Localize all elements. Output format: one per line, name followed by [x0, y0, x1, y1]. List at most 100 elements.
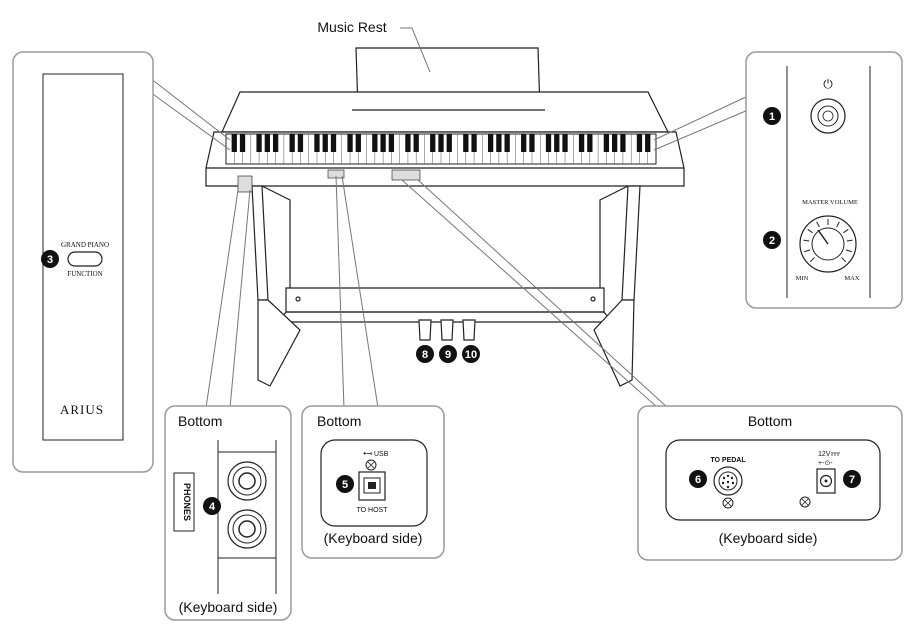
grand-piano-function-button[interactable]	[67, 251, 103, 267]
piano-lid	[221, 91, 669, 133]
black-key	[636, 134, 643, 152]
black-key	[471, 134, 477, 152]
black-key	[496, 134, 502, 152]
black-key	[314, 134, 320, 152]
bottom-label-left: Bottom	[178, 413, 222, 429]
leader-lines	[149, 27, 749, 409]
black-key	[405, 134, 411, 152]
usb-callout: Bottom •⊸ USB TO HOST (Keyboard side)	[301, 405, 445, 559]
badge-4: 4	[203, 497, 221, 515]
svg-text:10: 10	[465, 349, 477, 361]
black-key	[620, 134, 626, 152]
badge-5: 5	[336, 475, 354, 493]
max-label: MAX	[844, 275, 859, 282]
knob-tick	[841, 257, 847, 263]
usb-symbol-icon: •⊸	[363, 449, 373, 458]
keyboard-side-label-right: (Keyboard side)	[719, 530, 818, 546]
dc-polarity-icon: +-⊙-	[818, 460, 833, 467]
min-label: MIN	[796, 275, 809, 282]
black-key	[256, 134, 262, 152]
keyboard	[225, 133, 657, 165]
badge-9: 9	[439, 345, 457, 363]
phones-jack-1[interactable]	[227, 461, 267, 501]
knob-tick	[845, 249, 852, 253]
black-key	[231, 134, 237, 152]
left-leg	[251, 185, 269, 301]
music-rest-label: Music Rest	[317, 19, 386, 35]
svg-text:3: 3	[47, 254, 53, 266]
svg-text:5: 5	[342, 479, 348, 491]
usb-label: USB	[374, 451, 389, 458]
black-key	[438, 134, 444, 152]
phones-callout: Bottom PHONES (Keyboard side)	[164, 405, 292, 621]
pedal-dc-callout: Bottom TO PEDAL 12V +-⊙-	[637, 405, 903, 561]
power-button[interactable]	[810, 98, 846, 134]
black-key	[578, 134, 585, 152]
left-foot	[257, 299, 301, 387]
black-key	[603, 134, 610, 152]
svg-text:2: 2	[769, 235, 775, 247]
black-key	[372, 134, 378, 152]
black-key	[554, 134, 560, 152]
brand-logo: ARIUS	[60, 402, 104, 417]
knob-tick	[843, 228, 849, 234]
pedal-box	[285, 287, 605, 313]
knob-tick	[807, 228, 813, 234]
knob-tick	[803, 239, 810, 242]
svg-text:9: 9	[445, 349, 451, 361]
bottom-label-right: Bottom	[748, 413, 792, 429]
svg-text:1: 1	[769, 111, 775, 123]
usb-to-host-port[interactable]	[358, 471, 386, 501]
black-key	[463, 134, 469, 152]
knob-tick	[809, 257, 815, 263]
to-host-label: TO HOST	[357, 507, 389, 514]
right-panel-callout: ⏻ MASTER VOLUME MIN MAX	[745, 51, 903, 309]
black-key	[264, 134, 270, 152]
pedal-screw-icon	[722, 497, 734, 509]
badge-2: 2	[763, 231, 781, 249]
master-volume-label: MASTER VOLUME	[802, 199, 858, 206]
black-key	[612, 134, 618, 152]
black-key	[529, 134, 535, 152]
black-key	[562, 134, 568, 152]
black-key	[347, 134, 353, 152]
dc-screw-icon	[799, 496, 811, 508]
right-leg	[621, 185, 641, 301]
phones-jack-2[interactable]	[227, 509, 267, 549]
master-volume-knob[interactable]	[799, 215, 857, 273]
pedal-center	[440, 319, 454, 341]
badge-1: 1	[763, 107, 781, 125]
badge-7: 7	[843, 470, 861, 488]
black-key	[413, 134, 419, 152]
to-pedal-connector[interactable]	[713, 466, 743, 496]
function-label: FUNCTION	[67, 270, 102, 278]
keyboard-side-label-mid: (Keyboard side)	[324, 530, 423, 546]
power-symbol: ⏻	[823, 77, 833, 91]
knob-tick	[816, 221, 820, 228]
pedal-left	[418, 319, 432, 341]
badge-8: 8	[416, 345, 434, 363]
to-pedal-label: TO PEDAL	[710, 457, 746, 464]
black-key	[430, 134, 436, 152]
right-foot	[593, 299, 635, 387]
bottom-label-mid: Bottom	[317, 413, 361, 429]
black-key	[545, 134, 552, 152]
knob-tick	[836, 221, 840, 228]
black-key	[355, 134, 361, 152]
black-key	[388, 134, 395, 152]
knob-tick	[804, 249, 811, 253]
svg-text:7: 7	[849, 474, 855, 486]
black-key	[487, 134, 494, 152]
knob-tick	[846, 239, 853, 242]
black-key	[330, 134, 337, 152]
black-key	[587, 134, 593, 152]
keyboard-side-label-left: (Keyboard side)	[179, 599, 278, 615]
badge-6: 6	[689, 470, 707, 488]
dc-in-jack[interactable]	[816, 468, 836, 494]
badge-3: 3	[41, 250, 59, 268]
black-key	[504, 134, 510, 152]
dc-12v-label: 12V	[818, 451, 831, 458]
svg-text:6: 6	[695, 474, 701, 486]
